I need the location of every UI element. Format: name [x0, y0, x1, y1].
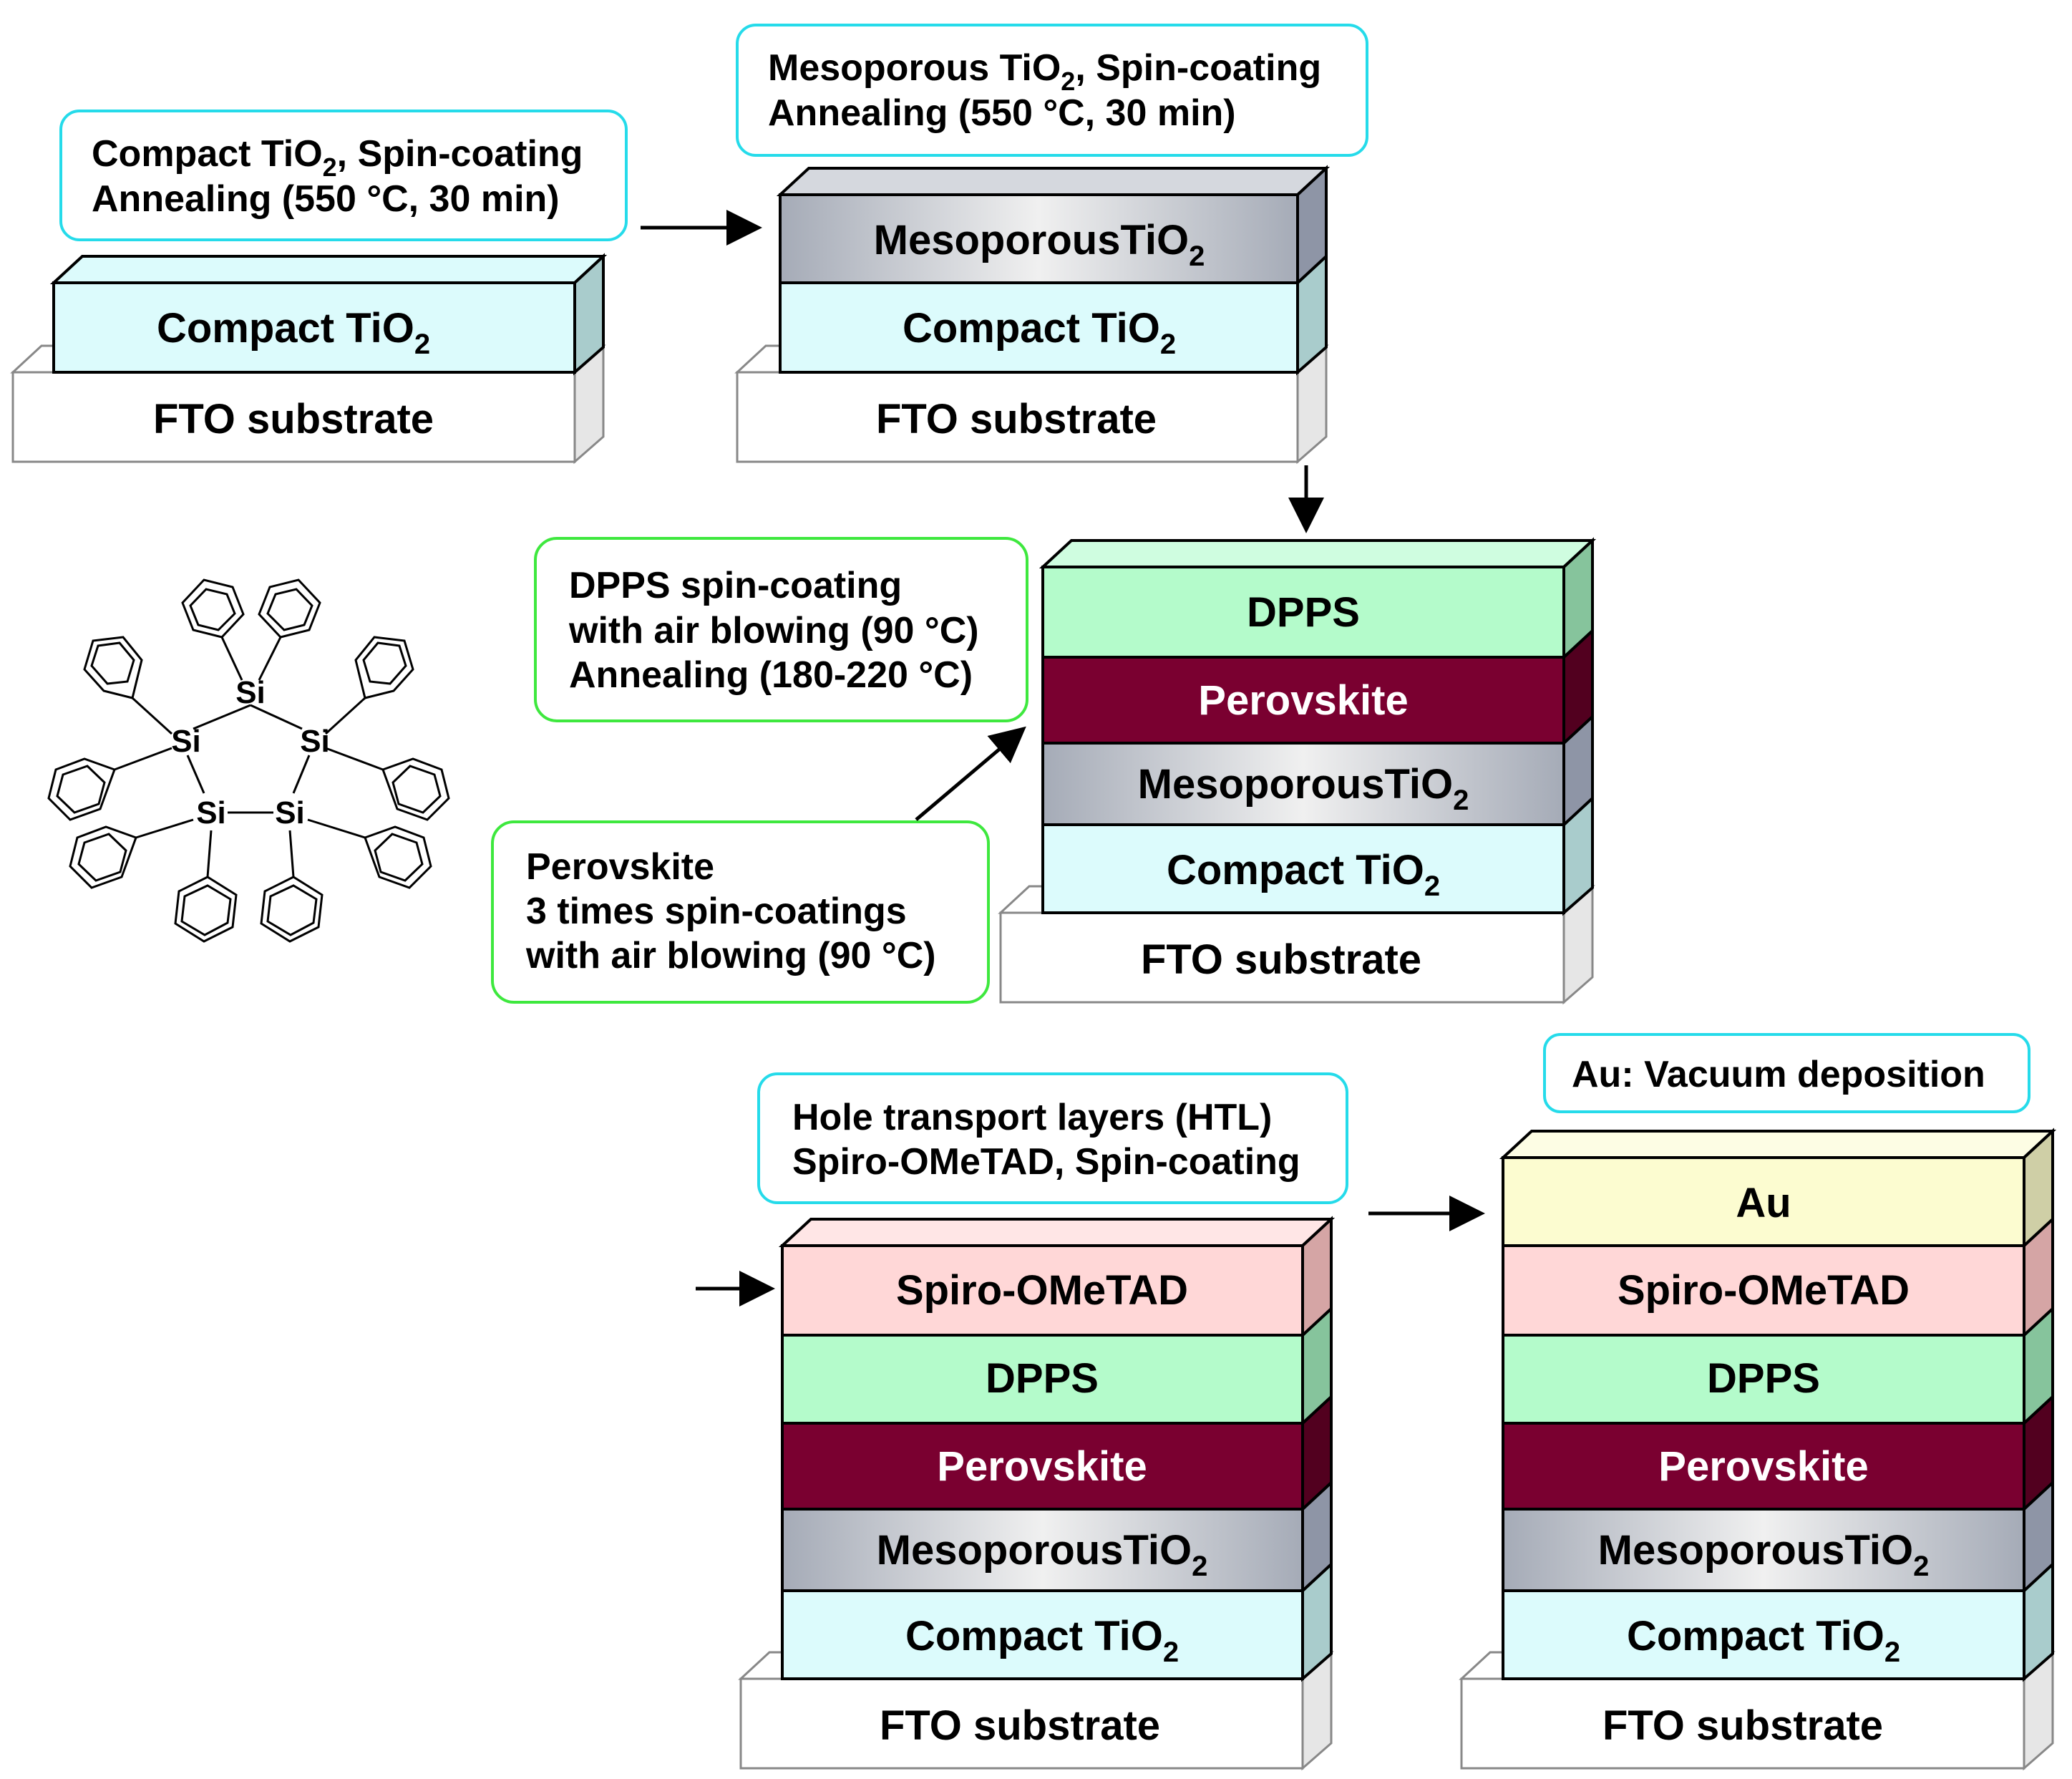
- svg-text:Annealing (550 °C, 30 min): Annealing (550 °C, 30 min): [92, 178, 560, 220]
- note-dpps: DPPS spin-coating with air blowing (90 °…: [534, 537, 1028, 722]
- phenyl-ring: [83, 636, 143, 699]
- note-htl: Hole transport layers (HTL) Spiro-OMeTAD…: [757, 1072, 1348, 1204]
- si-atom: Si: [300, 724, 330, 759]
- note-mesoporous-tio2: Mesoporous TiO2, Spin-coating Annealing …: [736, 24, 1368, 157]
- svg-text:Au: Vacuum deposition: Au: Vacuum deposition: [1572, 1054, 1985, 1095]
- mesoporous-tio2-layer: MesoporousTiO2: [781, 1479, 1333, 1594]
- phenyl-ring: [364, 825, 432, 889]
- mesoporous-tio2-layer: MesoporousTiO2: [776, 165, 1331, 286]
- si-atom: Si: [196, 795, 226, 830]
- dpps-molecule: [47, 578, 450, 943]
- phenyl-ring: [174, 876, 238, 943]
- perovskite-label: Perovskite: [937, 1443, 1147, 1490]
- mesoporous-tio2-layer: MesoporousTiO2: [1502, 1479, 2054, 1594]
- phenyl-ring: [258, 578, 321, 639]
- svg-text:Hole transport layers (HTL): Hole transport layers (HTL): [792, 1097, 1272, 1138]
- compact-tio2-label: Compact TiO2: [905, 1613, 1179, 1668]
- mesoporous-tio2-label: MesoporousTiO2: [1598, 1527, 1930, 1582]
- dpps-label: DPPS: [1247, 589, 1360, 636]
- si-atom: Si: [171, 724, 201, 759]
- compact-tio2-layer: Compact TiO2: [1041, 795, 1594, 916]
- stack-3: FTO substrate Compact TiO2 MesoporousTiO…: [998, 537, 1597, 1005]
- compact-tio2-layer: Compact TiO2: [49, 253, 608, 376]
- dpps-layer: DPPS: [1039, 537, 1597, 661]
- phenyl-ring: [47, 757, 116, 821]
- spiro-ometad-label: Spiro-OMeTAD: [1618, 1267, 1910, 1314]
- si-atom: Si: [235, 675, 266, 710]
- fto-label: FTO substrate: [1141, 936, 1421, 983]
- svg-text:with air blowing (90 °C): with air blowing (90 °C): [568, 610, 979, 651]
- perovskite-layer: Perovskite: [781, 1393, 1333, 1513]
- perovskite-layer: Perovskite: [1502, 1393, 2054, 1513]
- phenyl-ring: [354, 636, 414, 699]
- svg-text:Perovskite: Perovskite: [526, 846, 714, 888]
- stack-2: FTO substrate Compact TiO2 MesoporousTiO…: [734, 165, 1331, 465]
- si-atom: Si: [275, 795, 305, 830]
- au-label: Au: [1736, 1180, 1791, 1226]
- svg-text:DPPS spin-coating: DPPS spin-coating: [569, 565, 902, 606]
- svg-text:3 times spin-coatings: 3 times spin-coatings: [526, 891, 907, 932]
- dpps-layer: DPPS: [781, 1305, 1333, 1427]
- fto-label: FTO substrate: [876, 396, 1157, 442]
- phenyl-ring: [69, 825, 137, 889]
- stack-5: FTO substrate Compact TiO2 MesoporousTiO…: [1459, 1128, 2057, 1771]
- spiro-ometad-layer: Spiro-OMeTAD: [1502, 1216, 2054, 1339]
- stack-1: FTO substrate Compact TiO2: [10, 253, 608, 465]
- au-layer: Au: [1499, 1128, 2057, 1249]
- mesoporous-tio2-label: MesoporousTiO2: [1138, 761, 1469, 816]
- fto-label: FTO substrate: [1602, 1702, 1883, 1749]
- spiro-ometad-layer: Spiro-OMeTAD: [778, 1216, 1336, 1339]
- compact-tio2-label: Compact TiO2: [1167, 847, 1440, 902]
- arrow-perovskite-to-stack: [915, 726, 1026, 821]
- si-atom-labels: Si Si Si Si Si: [171, 675, 330, 830]
- compact-tio2-layer: Compact TiO2: [779, 253, 1328, 376]
- svg-text:Mesoporous TiO2, Spin-coating: Mesoporous TiO2, Spin-coating: [768, 47, 1321, 96]
- perovskite-layer: Perovskite: [1041, 627, 1594, 747]
- perovskite-label: Perovskite: [1198, 677, 1408, 724]
- phenyl-ring: [381, 757, 450, 821]
- svg-text:Spiro-OMeTAD, Spin-coating: Spiro-OMeTAD, Spin-coating: [792, 1141, 1300, 1183]
- svg-text:Annealing (550 °C, 30 min): Annealing (550 °C, 30 min): [768, 92, 1236, 134]
- fto-label: FTO substrate: [153, 396, 434, 442]
- stack-4: FTO substrate Compact TiO2 MesoporousTiO…: [738, 1216, 1336, 1771]
- dpps-layer: DPPS: [1502, 1305, 2054, 1427]
- spiro-ometad-label: Spiro-OMeTAD: [896, 1267, 1188, 1314]
- svg-text:with air blowing (90 °C): with air blowing (90 °C): [525, 935, 936, 976]
- mesoporous-tio2-layer: MesoporousTiO2: [1041, 713, 1594, 828]
- svg-text:Annealing (180-220 °C): Annealing (180-220 °C): [569, 654, 973, 696]
- compact-tio2-layer: Compact TiO2: [781, 1561, 1333, 1682]
- compact-tio2-label: Compact TiO2: [1627, 1613, 1900, 1668]
- phenyl-ring: [181, 578, 245, 639]
- mesoporous-tio2-label: MesoporousTiO2: [877, 1527, 1208, 1582]
- note-au: Au: Vacuum deposition: [1543, 1033, 2030, 1113]
- dpps-label: DPPS: [986, 1355, 1099, 1402]
- perovskite-label: Perovskite: [1658, 1443, 1868, 1490]
- note-perovskite: Perovskite 3 times spin-coatings with ai…: [491, 820, 990, 1004]
- fto-label: FTO substrate: [880, 1702, 1160, 1749]
- note-compact-tio2: Compact TiO2, Spin-coating Annealing (55…: [59, 110, 628, 241]
- dpps-label: DPPS: [1707, 1355, 1820, 1402]
- phenyl-ring: [260, 876, 324, 943]
- compact-tio2-label: Compact TiO2: [903, 305, 1176, 360]
- compact-tio2-layer: Compact TiO2: [1502, 1561, 2054, 1682]
- compact-tio2-label: Compact TiO2: [157, 305, 430, 360]
- mesoporous-tio2-label: MesoporousTiO2: [874, 217, 1205, 272]
- svg-text:Compact TiO2, Spin-coating: Compact TiO2, Spin-coating: [92, 133, 583, 182]
